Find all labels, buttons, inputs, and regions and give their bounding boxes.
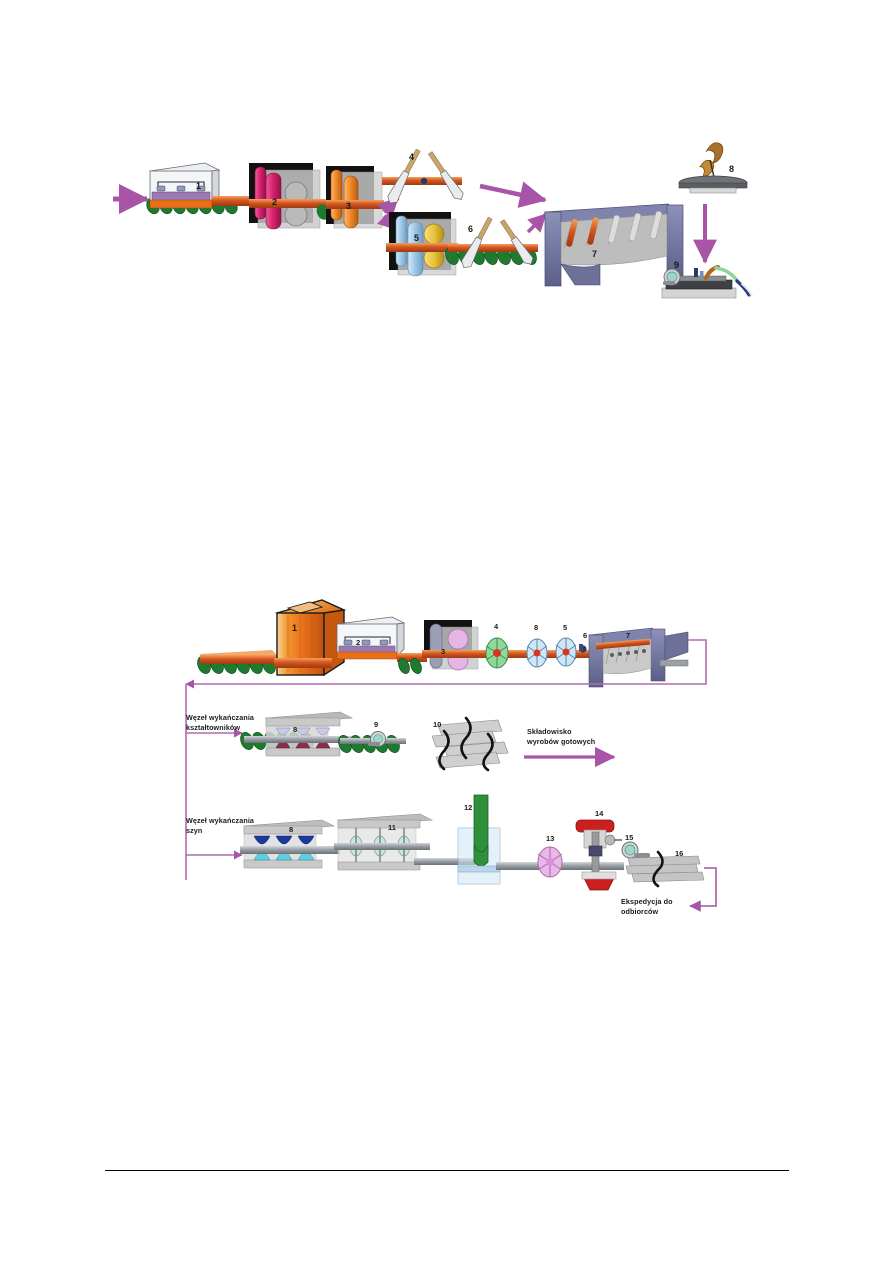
figure2-label-9: 9: [374, 720, 378, 729]
figure1-item-9-lab-bench: 9: [661, 260, 753, 299]
figure2-item-16-rail-bundle: 16: [625, 849, 705, 888]
figure1-item-5-finishing-stand: 5: [386, 212, 458, 277]
figure2-item-5-universal-stand: 5: [555, 623, 577, 667]
figure1-item-4-crop-shear: 4: [382, 148, 464, 204]
figure2-label-14: 14: [595, 809, 604, 818]
figure2-dispatch-routing: [689, 867, 717, 912]
figure1-label-5: 5: [414, 233, 419, 243]
figure1-label-1: 1: [196, 181, 201, 191]
figure2-item-2-descaler-booth: 2: [335, 616, 406, 660]
figure1-bar-segment-a: [212, 196, 282, 206]
figure2-label-7: 7: [626, 631, 630, 640]
figure1-arrow-6-to-7: [526, 212, 548, 234]
figure2-item-8-rail-straightener: 8: [240, 819, 340, 869]
figure1-label-8: 8: [729, 164, 734, 174]
figure2-item-13-milling-unit: 13: [537, 834, 563, 878]
label-section-finishing-node: Węzeł wykańczania kształtowników: [186, 713, 255, 733]
figure-1-rolling-line-with-sampling: 1 2: [0, 0, 893, 360]
figure1-arrow-to-cooling-bed: [479, 181, 547, 208]
figure2-top-row-main-line: 1 2: [197, 599, 689, 688]
figure2-item-8-universal-stand: 8: [526, 623, 548, 668]
figure2-item-9-inspection-unit: 9: [368, 720, 386, 747]
figure2-label-12: 12: [464, 803, 472, 812]
figure2-routing-line: [185, 639, 707, 880]
figure1-bar-segment-c: [448, 244, 538, 252]
figure1-item-3-intermediate-stand: 3: [326, 166, 384, 229]
figure2-item-1-reheating-furnace: 1: [274, 599, 347, 677]
figure1-item-8-sample-specimen: 8: [678, 142, 748, 194]
figure2-label-15: 15: [625, 833, 633, 842]
figure2-item-15-inspection-gauge: 15: [621, 833, 650, 859]
figure2-item-10-finished-bundle: 10: [431, 716, 509, 772]
figure2-label-2: 2: [356, 638, 360, 647]
figure2-rail-seg-a: [414, 858, 476, 865]
figure2-item-7-cooling-bed: 7: [588, 627, 689, 688]
figure2-label-6: 6: [583, 631, 587, 640]
figure2-item-11-roller-straightener: 11: [334, 813, 434, 871]
figure1-item-7-cooling-bed: 7: [544, 203, 684, 287]
figure2-label-3: 3: [441, 647, 445, 656]
figure2-label-8-bot: 8: [289, 825, 293, 834]
figure2-item-6-shear: 6: [579, 631, 587, 653]
figure2-bottom-row-rail-finishing: 8: [186, 794, 717, 912]
figure2-label-16: 16: [675, 849, 683, 858]
figure1-label-6: 6: [468, 224, 473, 234]
label-rail-finishing-node: Węzeł wykańczania szyn: [186, 816, 255, 836]
label-dispatch-to-customers: Ekspedycja do odbiorców: [621, 897, 673, 917]
figure2-item-14-drilling-machine: 14: [575, 809, 622, 891]
figure2-item-4-universal-stand: 4: [485, 622, 509, 669]
figure2-item-12-end-hardening: 12: [457, 794, 501, 885]
figure2-middle-row-section-finishing: 8 9: [186, 711, 616, 772]
figure1-label-2: 2: [272, 197, 277, 207]
figure-2-full-mill-with-finishing-nodes: 1 2: [0, 560, 893, 960]
figure2-label-10: 10: [433, 720, 441, 729]
figure1-item-1-descaler-booth: 1: [148, 162, 221, 209]
figure1-label-4: 4: [409, 152, 414, 162]
figure2-label-8-top: 8: [534, 623, 538, 632]
figure2-label-1: 1: [292, 623, 297, 633]
figure1-label-3: 3: [346, 201, 351, 211]
figure2-label-8-mid: 8: [293, 725, 297, 734]
footer-rule: [105, 1170, 789, 1171]
figure2-label-13: 13: [546, 834, 554, 843]
figure2-item-3-roughing-stand: 3: [422, 620, 479, 671]
figure2-bar-entry: [200, 655, 278, 664]
figure2-item-8-roller-straightener: 8: [244, 711, 356, 757]
figure1-label-7: 7: [592, 249, 597, 259]
figure2-bar-seg-a: [397, 653, 427, 662]
figure2-label-4: 4: [494, 622, 499, 631]
figure1-item-6-crop-shear: 6: [461, 216, 534, 268]
figure2-label-11: 11: [388, 823, 396, 832]
figure2-label-5: 5: [563, 623, 567, 632]
figure1-item-2-roughing-stand: 2: [249, 163, 321, 230]
label-finished-goods-warehouse: Składowisko wyrobów gotowych: [527, 727, 596, 747]
figure1-label-9: 9: [674, 260, 679, 270]
